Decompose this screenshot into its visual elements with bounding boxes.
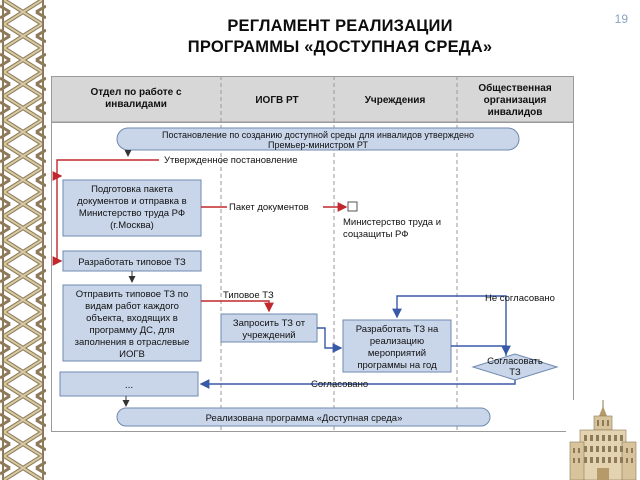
node-implemented-label: Реализована программа «Доступная среда»: [206, 413, 403, 424]
node-ministry-label: Министерство труда и: [343, 217, 441, 228]
edge-label-package: Пакет документов: [229, 202, 309, 213]
node-develop-impl-label: мероприятий: [368, 348, 426, 359]
edge-standard-tz: [201, 300, 274, 313]
node-resolution: [116, 127, 520, 151]
node-ministry-label: соцзащиты РФ: [343, 229, 409, 240]
lane-header-dept: Отдел по работе с: [90, 86, 181, 98]
edge-label-approved: Утвержденное постановление: [164, 155, 298, 166]
edge-agreed: [199, 379, 516, 389]
node-develop-impl-label: Разработать ТЗ на: [356, 324, 439, 335]
building-illustration: [566, 400, 640, 480]
edge-label-standard-tz: Типовое ТЗ: [223, 290, 274, 301]
edge-label-bg: [227, 200, 323, 213]
node-request-tz: [220, 313, 318, 343]
node-develop-impl-label: реализацию: [370, 336, 424, 347]
edge-request-to-develop: [317, 327, 343, 353]
lane-header-iogv: ИОГВ РТ: [255, 95, 298, 106]
node-send-label: объекта, входящих в: [86, 313, 178, 324]
node-send-label: ИОГВ: [119, 349, 145, 360]
ministry-marker: [347, 201, 358, 212]
title-line-1: РЕГЛАМЕНТ РЕАЛИЗАЦИИ: [227, 17, 453, 35]
node-implemented: [116, 407, 491, 427]
title-line-2: ПРОГРАММЫ «ДОСТУПНАЯ СРЕДА»: [187, 38, 493, 56]
node-prepare-label: Министерство труда РФ: [79, 208, 185, 219]
lane-header-public-org: Общественная: [478, 82, 552, 94]
node-send-label: видам работ каждого: [85, 301, 179, 312]
node-send-label: заполнения в отраслевые: [75, 337, 190, 348]
node-ellipsis-label: ...: [125, 380, 133, 391]
node-request-label: Запросить ТЗ от: [233, 318, 306, 329]
node-resolution-label: Постановление по созданию доступной сред…: [162, 130, 474, 140]
lane-header-dept: инвалидами: [105, 99, 167, 110]
edge-approved-resolution: [52, 159, 159, 266]
lane-header-public-org: инвалидов: [488, 107, 543, 118]
node-agree-label: ТЗ: [509, 367, 521, 378]
decorative-border: [0, 0, 46, 480]
slide-title: РЕГЛАМЕНТ РЕАЛИЗАЦИИ ПРОГРАММЫ «ДОСТУПНА…: [120, 16, 560, 58]
node-prepare-label: (г.Москва): [110, 220, 154, 231]
node-send-standard-tz: [62, 284, 202, 362]
node-prepare-label: Подготовка пакета: [91, 184, 174, 195]
edge-not-agreed: [392, 295, 507, 356]
node-resolution-label: Премьер-министром РТ: [268, 140, 368, 150]
node-ellipsis: [59, 371, 199, 397]
node-request-label: учреждений: [242, 330, 295, 341]
lane-header-institutions: Учреждения: [365, 95, 426, 106]
swimlane-header: [51, 76, 574, 123]
node-send-label: программу ДС, для: [89, 325, 174, 336]
process-flowchart: Отдел по работе с инвалидами ИОГВ РТ Учр…: [51, 76, 574, 432]
node-prepare-label: документов и отправка в: [77, 196, 186, 207]
edge-label-agreed: Согласовано: [311, 379, 368, 390]
page-number: 19: [614, 12, 628, 26]
node-develop-standard-label: Разработать типовое ТЗ: [78, 257, 186, 268]
node-agree-tz: [471, 353, 559, 381]
node-prepare-package: [62, 179, 202, 237]
edge-label-not-agreed: Не согласовано: [485, 293, 555, 304]
node-develop-impl-label: программы на год: [357, 360, 437, 371]
node-send-label: Отправить типовое ТЗ по: [76, 289, 188, 300]
node-agree-label: Согласовать: [487, 356, 543, 367]
lane-header-public-org: организация: [484, 95, 547, 106]
